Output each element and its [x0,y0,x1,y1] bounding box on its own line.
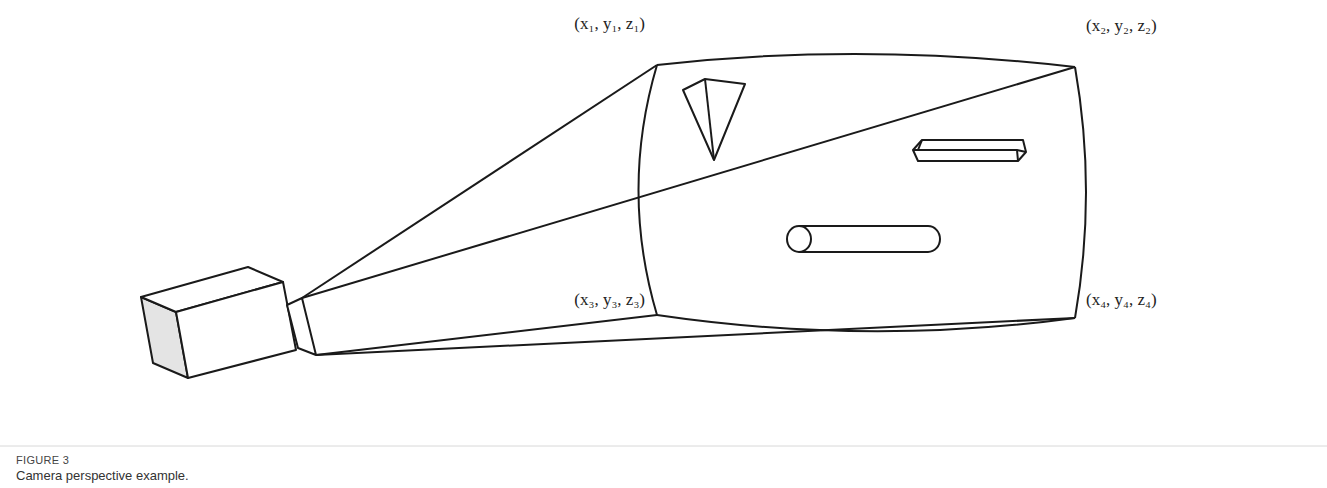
frustum-line [316,318,1075,355]
camera-lens [287,298,316,355]
cylinder-end [787,226,811,252]
prism-edge [913,150,1026,152]
corner-coordinate: (x₁, y₁, z₁) [574,14,645,34]
prism-edge [1017,150,1018,161]
view-plane-edge [657,315,1075,331]
frustum-line [316,315,657,355]
frustum-line [302,67,1075,298]
view-plane-edge [1075,67,1086,318]
camera-front [176,282,296,378]
prism-edge [918,140,922,150]
cylinder-object [799,226,940,252]
corner-coordinate: (x₂, y₂, z₂) [1086,16,1157,36]
prism-object [913,140,1026,161]
figure-number: FIGURE 3 [16,454,69,466]
corner-coordinate: (x₃, y₃, z₃) [574,290,645,310]
pyramid-edge [705,79,714,160]
figure-caption: Camera perspective example. [16,468,189,483]
pyramid-object [683,79,745,160]
view-plane-edge [657,54,1075,67]
caption-rule [0,446,1327,447]
view-plane-edge [639,65,658,315]
frustum-line [302,65,657,298]
corner-coordinate: (x₄, y₄, z₄) [1086,290,1157,310]
